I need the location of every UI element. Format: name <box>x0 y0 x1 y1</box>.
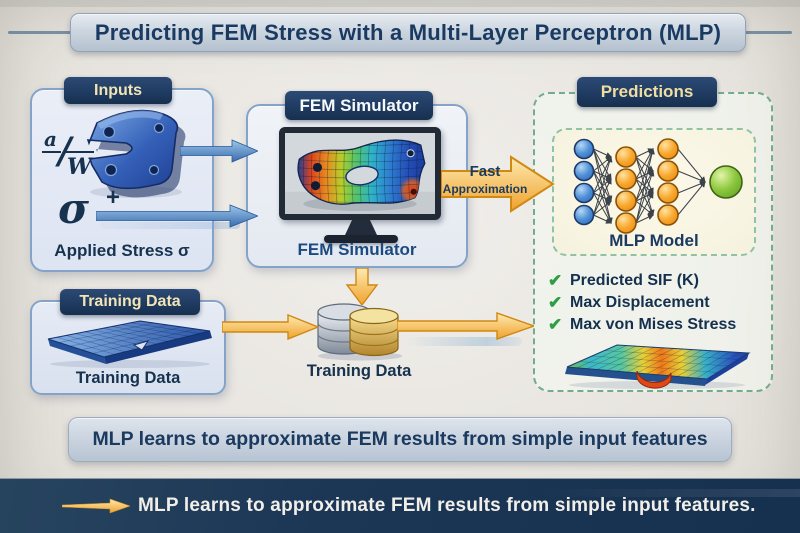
list-item: ✔ Predicted SIF (K) <box>548 270 699 290</box>
database-caption: Training Data <box>306 362 412 380</box>
inputs-caption: Applied Stress σ <box>54 241 190 260</box>
check-icon: ✔ <box>548 270 563 290</box>
mlp-model-box: MLP Model <box>552 128 756 256</box>
page-title: Predicting FEM Stress with a Multi-Layer… <box>94 19 722 45</box>
mlp-model-label: MLP Model <box>609 231 699 250</box>
sigma-symbol: σ <box>58 184 89 233</box>
stress-field-slab-icon <box>565 344 751 389</box>
arrow-stress-to-fem <box>96 204 258 228</box>
monitor-base <box>324 235 398 243</box>
arrow-training-to-database <box>222 314 318 340</box>
list-item: ✔ Max von Mises Stress <box>548 314 737 334</box>
ct-specimen-icon <box>86 109 186 198</box>
fem-simulator-panel: FEM Simulator <box>246 91 468 268</box>
mlp-network-diagram <box>573 138 743 234</box>
plus-sign: + <box>106 184 121 211</box>
inputs-tab: Inputs <box>64 77 172 104</box>
training-data-panel: Training Data Training Data <box>30 289 226 395</box>
arrow-geometry-to-fem <box>180 139 258 163</box>
fem-caption: FEM Simulator <box>297 240 417 259</box>
title-bar: Predicting FEM Stress with a Multi-Layer… <box>70 13 746 52</box>
fem-tab: FEM Simulator <box>285 91 433 120</box>
arrow-streak <box>100 222 240 229</box>
list-item: ✔ Max Displacement <box>548 292 710 312</box>
crack-ratio-label: a / W <box>42 127 94 180</box>
fast-approximation-label: Fast Approximation <box>442 163 528 196</box>
training-specimen-icon <box>47 320 212 368</box>
predictions-panel: Predictions MLP M <box>533 77 773 392</box>
arrow-streak <box>404 337 522 346</box>
summary-caption-bar: MLP learns to approximate FEM results fr… <box>68 417 732 462</box>
monitor-icon <box>279 127 441 220</box>
check-icon: ✔ <box>548 292 563 312</box>
training-caption: Training Data <box>75 369 181 387</box>
predictions-tab: Predictions <box>577 77 717 107</box>
arrow-fem-to-database <box>345 268 379 305</box>
footer-arrow-icon <box>62 498 130 514</box>
inputs-panel: Inputs a / W + σ Applied Stress σ <box>30 77 214 272</box>
fast-approximation-arrow <box>441 155 555 213</box>
training-tab: Training Data <box>60 289 200 315</box>
footer-band: MLP learns to approximate FEM results fr… <box>0 478 800 533</box>
prediction-outputs-list: ✔ Predicted SIF (K) ✔ Max Displacement ✔… <box>548 270 736 336</box>
footer-text: MLP learns to approximate FEM results fr… <box>138 495 756 516</box>
fem-mesh-screen <box>285 133 435 214</box>
database-icon <box>317 303 402 361</box>
monitor-stand <box>345 220 377 235</box>
check-icon: ✔ <box>548 314 563 334</box>
arrow-database-to-predictions <box>397 312 534 340</box>
